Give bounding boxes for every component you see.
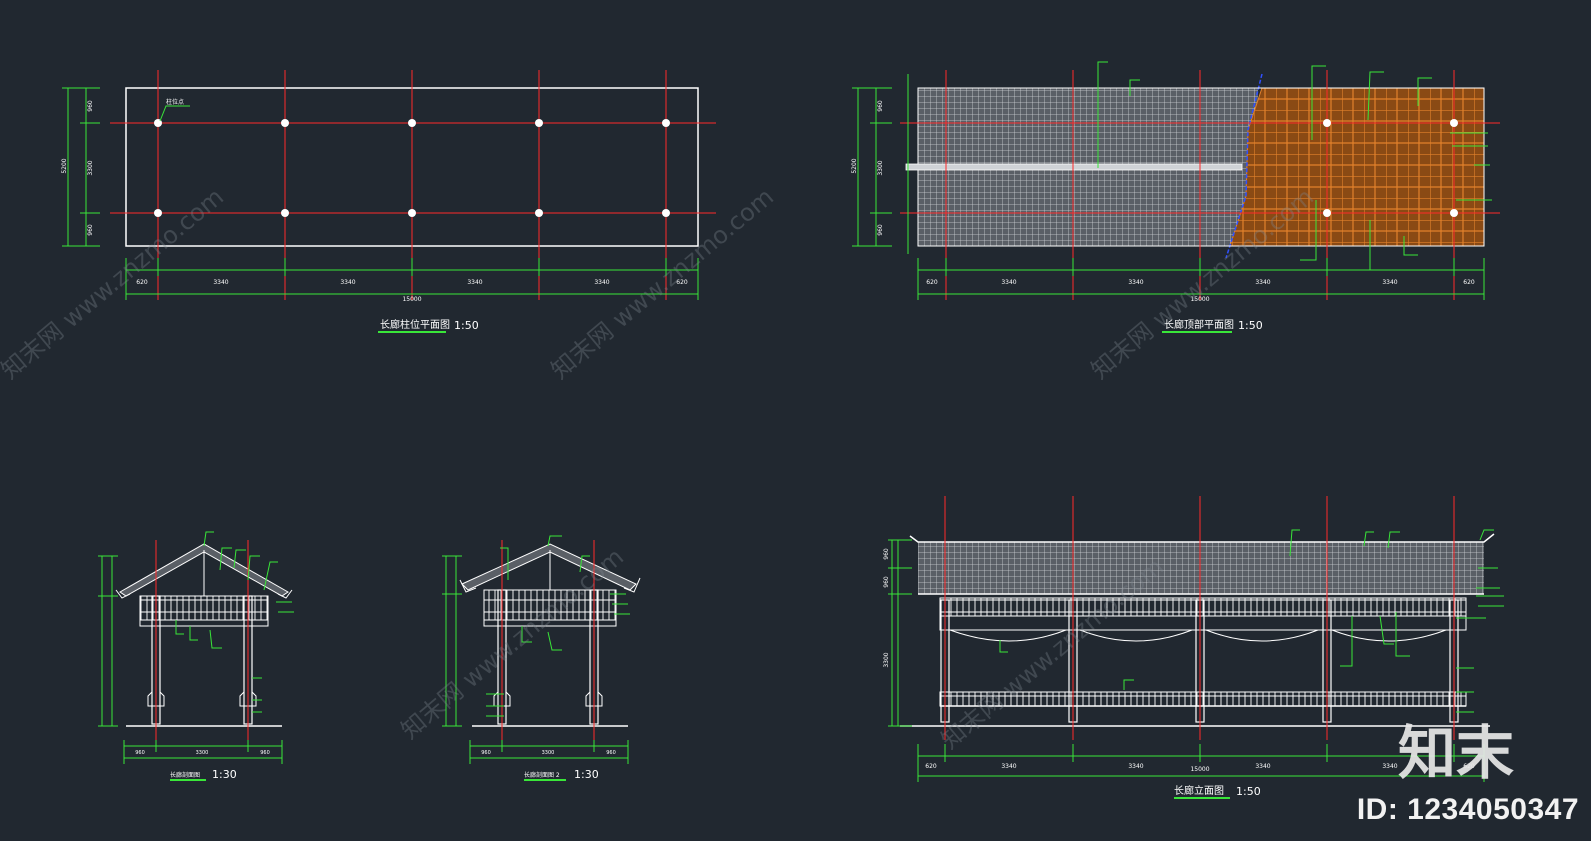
view-scale: 1:50 xyxy=(454,319,479,332)
dim-label: 3340 xyxy=(1001,279,1016,286)
dim-label: 960 xyxy=(877,224,884,236)
column-axes xyxy=(110,70,716,300)
dim-label: 3300 xyxy=(877,160,884,175)
dim-label: 620 xyxy=(1463,279,1475,286)
dim-label: 960 xyxy=(135,750,145,756)
view-title: 长廊剖面图 2 xyxy=(524,771,560,779)
section-2-view: 960 3300 960 长廊剖面图 2 1:30 xyxy=(442,535,641,781)
dim-label: 3340 xyxy=(1255,763,1270,770)
view-scale: 1:50 xyxy=(1236,785,1261,798)
column-plan-view: 柱位点 620 3340 3340 3340 3340 620 15000 96… xyxy=(61,70,716,333)
view-title: 长廊立面图 xyxy=(1174,784,1224,797)
dim-total: 15000 xyxy=(1190,766,1209,773)
dim-label: 620 xyxy=(926,279,938,286)
dim-label: 620 xyxy=(136,279,148,286)
dim-label: 3300 xyxy=(87,160,94,175)
dim-label: 960 xyxy=(260,750,270,756)
dim-label: 3300 xyxy=(542,750,555,756)
dim-label: 3340 xyxy=(1128,279,1143,286)
image-id-label: ID: 1234050347 xyxy=(1356,793,1579,826)
brand-logo: 知末 xyxy=(1398,721,1515,786)
view-title: 长廊顶部平面图 xyxy=(1164,318,1234,331)
dim-total: 15000 xyxy=(1190,296,1209,303)
elevation-view: 620 3340 3340 3340 3340 620 15000 3300 9… xyxy=(883,496,1504,799)
dim-label: 960 xyxy=(883,576,890,588)
dim-label: 960 xyxy=(877,100,884,112)
dim-total: 5200 xyxy=(61,158,68,173)
dim-label: 620 xyxy=(925,763,937,770)
dim-label: 3300 xyxy=(196,750,209,756)
dim-label: 960 xyxy=(606,750,616,756)
dim-label: 3300 xyxy=(883,652,890,667)
dim-label: 960 xyxy=(87,224,94,236)
dim-label: 620 xyxy=(676,279,688,286)
roof-plan-view: 620 3340 3340 3340 3340 620 15000 960 33… xyxy=(851,61,1500,333)
section-1-view: 960 3300 960 长廊剖面图 1:30 xyxy=(98,531,294,781)
dim-label: 960 xyxy=(481,750,491,756)
dim-label: 3340 xyxy=(1001,763,1016,770)
view-scale: 1:30 xyxy=(574,768,599,781)
dim-total: 15000 xyxy=(402,296,421,303)
dim-label: 3340 xyxy=(1128,763,1143,770)
view-scale: 1:50 xyxy=(1238,319,1263,332)
dim-label: 3340 xyxy=(1382,279,1397,286)
column-point-label: 柱位点 xyxy=(166,98,184,106)
dim-label: 3340 xyxy=(467,279,482,286)
dim-total: 5200 xyxy=(851,158,858,173)
dim-label: 3340 xyxy=(594,279,609,286)
dim-label: 3340 xyxy=(1382,763,1397,770)
elevation-roof-tiles xyxy=(918,542,1484,594)
column-points xyxy=(154,119,670,217)
dim-label: 620 xyxy=(1463,763,1475,770)
watermark-layer: 知末网 www.znzmo.com 知末网 www.znzmo.com 知末网 … xyxy=(0,183,1319,755)
dim-label: 3340 xyxy=(213,279,228,286)
view-title: 长廊剖面图 xyxy=(170,771,200,779)
dim-label: 960 xyxy=(883,548,890,560)
dim-label: 960 xyxy=(87,100,94,112)
dim-label: 3340 xyxy=(1255,279,1270,286)
view-scale: 1:30 xyxy=(212,768,237,781)
view-title: 长廊柱位平面图 xyxy=(380,318,450,331)
dim-label: 3340 xyxy=(340,279,355,286)
